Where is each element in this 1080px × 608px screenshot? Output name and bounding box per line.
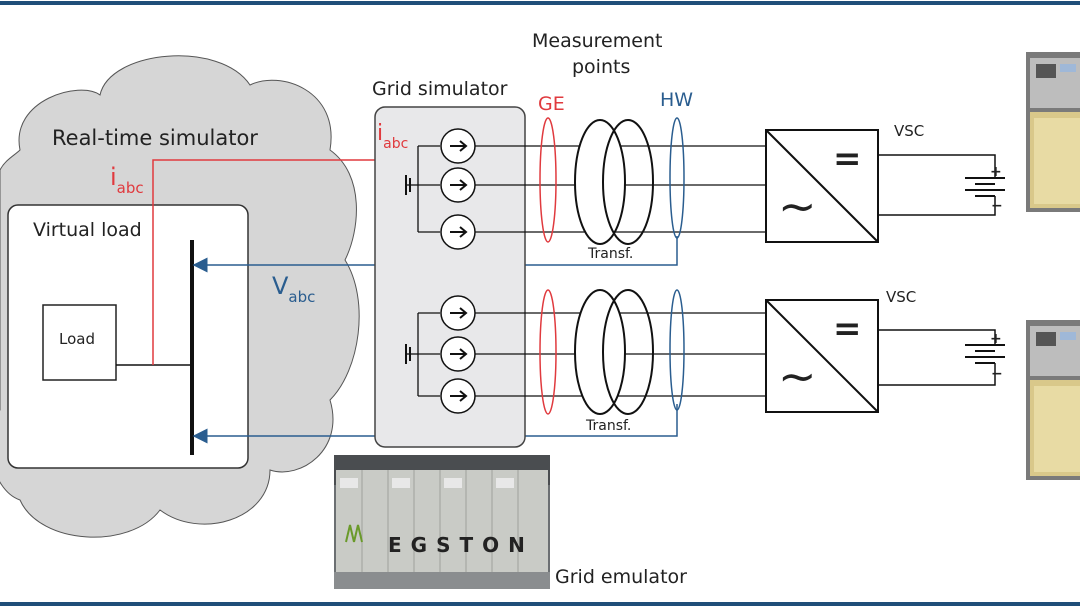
lower-current-sources (405, 295, 476, 414)
grid-emulator-photo (334, 455, 550, 589)
grid-emulator-label: Grid emulator (555, 566, 687, 588)
vsc-bottom-label: VSC (886, 288, 916, 306)
hw-label: HW (660, 89, 693, 111)
grid-simulator-label: Grid simulator (372, 78, 508, 100)
upper-current-sources (405, 128, 476, 250)
dc-battery-bottom (878, 329, 1005, 386)
transformer-bottom-label: Transf. (585, 418, 631, 434)
load-box (42, 304, 117, 381)
vsc-bottom (765, 299, 879, 413)
voltage-signal-line-bottom (192, 404, 678, 444)
i-abc-label-left: iabc (110, 163, 144, 197)
ge-measurement-ellipse-bottom (539, 289, 557, 415)
dc-top-plus: + (990, 164, 1002, 180)
ge-measurement-ellipse-top (539, 117, 557, 243)
voltage-signal-line-top (192, 236, 678, 273)
vsc-bottom-equals: = (833, 309, 862, 349)
hw-measurement-ellipse-bottom (669, 289, 685, 411)
vsc-top-tilde: ∼ (778, 179, 817, 233)
transformer-top-label: Transf. (587, 246, 633, 262)
virtual-load-label: Virtual load (33, 219, 142, 241)
dc-bottom-plus: + (990, 331, 1002, 347)
current-signal-line (152, 152, 412, 365)
measurement-points-label-line2: points (572, 56, 630, 78)
i-abc-label-sim: iabc (377, 121, 408, 152)
v-abc-label: Vabc (272, 272, 315, 306)
dc-bottom-minus: − (991, 366, 1003, 382)
ge-label: GE (538, 93, 565, 115)
grid-simulator-panel (374, 106, 526, 448)
egston-logo-text: EGSTON (388, 533, 534, 557)
vsc-top (765, 129, 879, 243)
dc-top-minus: − (991, 198, 1003, 214)
load-label: Load (59, 330, 95, 348)
hardware-cabinet-top-photo (1026, 52, 1080, 212)
real-time-simulator-label: Real-time simulator (52, 126, 258, 150)
vsc-bottom-tilde: ∼ (778, 349, 817, 403)
hardware-cabinet-bottom-photo (1026, 320, 1080, 480)
hw-measurement-ellipse-top (669, 117, 685, 239)
dc-battery-top (878, 154, 1005, 216)
vsc-top-equals: = (833, 139, 862, 179)
transformer-top (574, 119, 654, 245)
measurement-points-label-line1: Measurement (532, 30, 662, 52)
transformer-bottom (574, 289, 654, 415)
virtual-load-box (7, 204, 249, 469)
vsc-top-label: VSC (894, 122, 924, 140)
